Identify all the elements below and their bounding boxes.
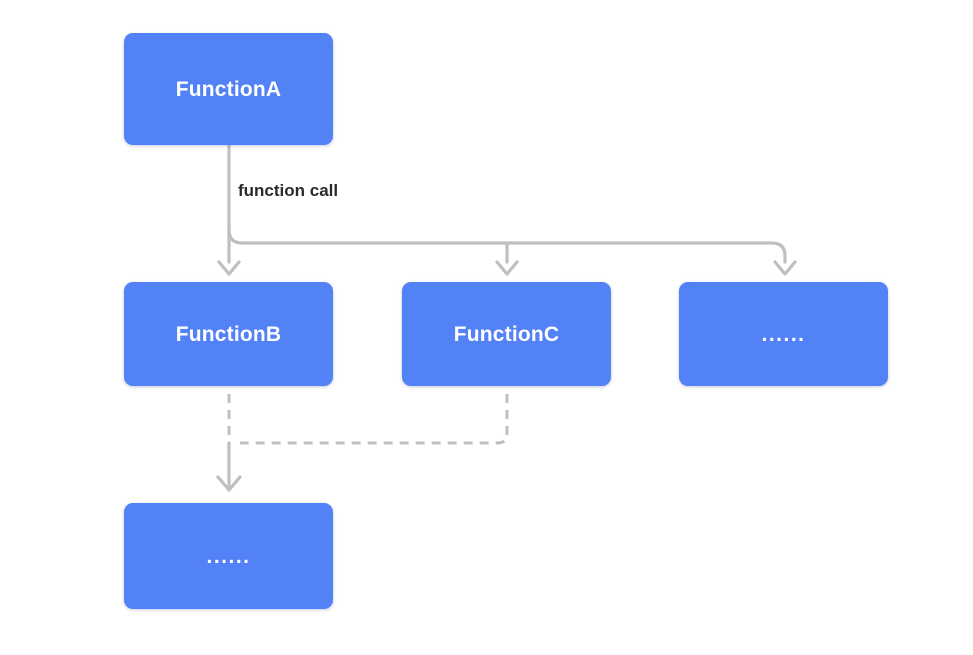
node-function-a[interactable]: FunctionA xyxy=(124,33,333,145)
node-function-b-label: FunctionB xyxy=(175,322,282,346)
arrowhead-to-function-b xyxy=(217,260,241,276)
continue-arrow xyxy=(216,441,242,492)
node-function-c-label: FunctionC xyxy=(453,322,560,346)
node-more-top-label: ...... xyxy=(761,322,806,346)
arrowhead-to-more-top xyxy=(773,260,797,276)
dashed-from-function-c xyxy=(240,394,509,445)
bus-arrowheads xyxy=(217,260,797,276)
bus-horizontal xyxy=(227,228,787,264)
node-more-bottom[interactable]: ...... xyxy=(124,503,333,609)
dashed-return-lines xyxy=(227,394,509,445)
node-more-top[interactable]: ...... xyxy=(679,282,888,386)
continue-arrowhead xyxy=(216,475,242,492)
node-function-c[interactable]: FunctionC xyxy=(402,282,611,386)
node-more-bottom-label: ...... xyxy=(206,544,251,568)
arrowhead-to-function-c xyxy=(495,260,519,276)
node-function-a-label: FunctionA xyxy=(175,77,282,101)
function-call-bus xyxy=(227,143,787,264)
edge-label-function-call: function call xyxy=(238,181,339,200)
node-function-b[interactable]: FunctionB xyxy=(124,282,333,386)
